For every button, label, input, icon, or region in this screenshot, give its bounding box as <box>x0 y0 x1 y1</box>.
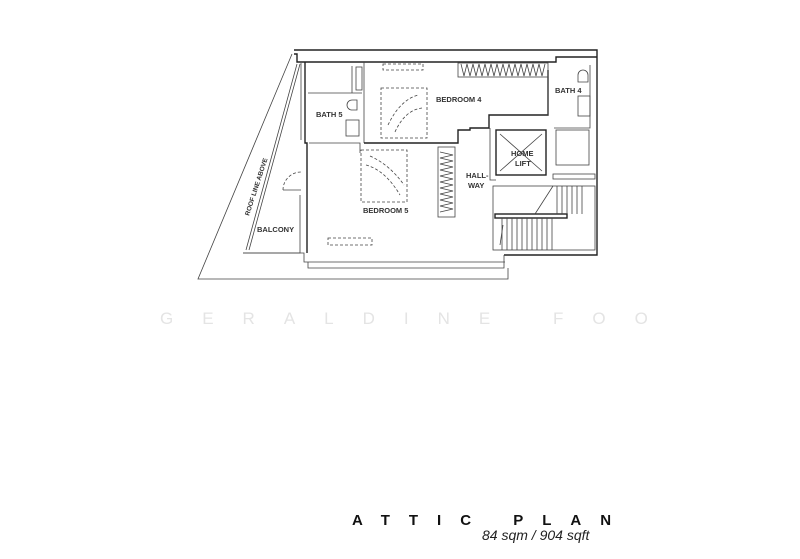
roof-outline <box>197 53 509 280</box>
balcony-door-swing <box>282 171 302 191</box>
room-label-bedroom4: BEDROOM 4 <box>436 95 482 104</box>
bath5-basin <box>345 119 360 137</box>
bedroom5-bed <box>360 149 408 203</box>
stair-well <box>492 185 596 251</box>
bath5-shower-panel <box>355 66 363 91</box>
stair-landing <box>494 213 568 219</box>
bath4-basin <box>577 95 591 117</box>
room-label-home-lift-2: LIFT <box>515 159 531 168</box>
bedroom4-tv-console <box>382 63 424 71</box>
home-lift-shaft <box>495 129 547 176</box>
room-label-home-lift-1: HOME <box>511 149 534 158</box>
bedroom5-bed-sheets <box>365 155 405 196</box>
bottom-wall <box>243 252 505 269</box>
room-label-bedroom5: BEDROOM 5 <box>363 206 408 215</box>
bedroom5-tv-console <box>327 237 373 246</box>
bath4-shower-grate <box>552 173 596 180</box>
home-lift-cross <box>499 133 543 172</box>
bath5-walls <box>308 62 365 153</box>
exterior-wall <box>294 49 598 256</box>
roof-line-label: ROOF LINE ABOVE <box>244 157 269 217</box>
balcony-wall <box>243 63 302 254</box>
bedroom4-bed-sheets <box>387 94 423 133</box>
bath5-west-wall <box>304 62 308 253</box>
hallway-walls <box>489 128 496 181</box>
room-label-balcony: BALCONY <box>257 225 294 234</box>
watermark: GERALDINE FOO <box>160 309 677 328</box>
bedroom4-bed <box>380 87 428 139</box>
wardrobe-bedroom5 <box>437 146 456 218</box>
wardrobe5-hangers <box>439 151 454 213</box>
bath4-toilet <box>577 69 589 83</box>
roof-line-above <box>245 63 301 251</box>
bath4-shower <box>555 129 590 166</box>
room-label-bath4: BATH 4 <box>555 86 582 95</box>
bath5-toilet <box>346 99 358 111</box>
room-label-hallway-1: HALL- <box>466 171 489 180</box>
top-wall <box>294 53 597 63</box>
bath4-walls <box>547 65 591 129</box>
wardrobe-hangers <box>460 63 546 77</box>
bedroom4-walls <box>364 70 549 144</box>
plan-area: 84 sqm / 904 sqft <box>482 527 590 543</box>
stair-diagonal <box>499 185 554 246</box>
room-label-bath5: BATH 5 <box>316 110 343 119</box>
plan-title: ATTIC PLAN <box>352 512 631 529</box>
room-label-hallway-2: WAY <box>468 181 484 190</box>
